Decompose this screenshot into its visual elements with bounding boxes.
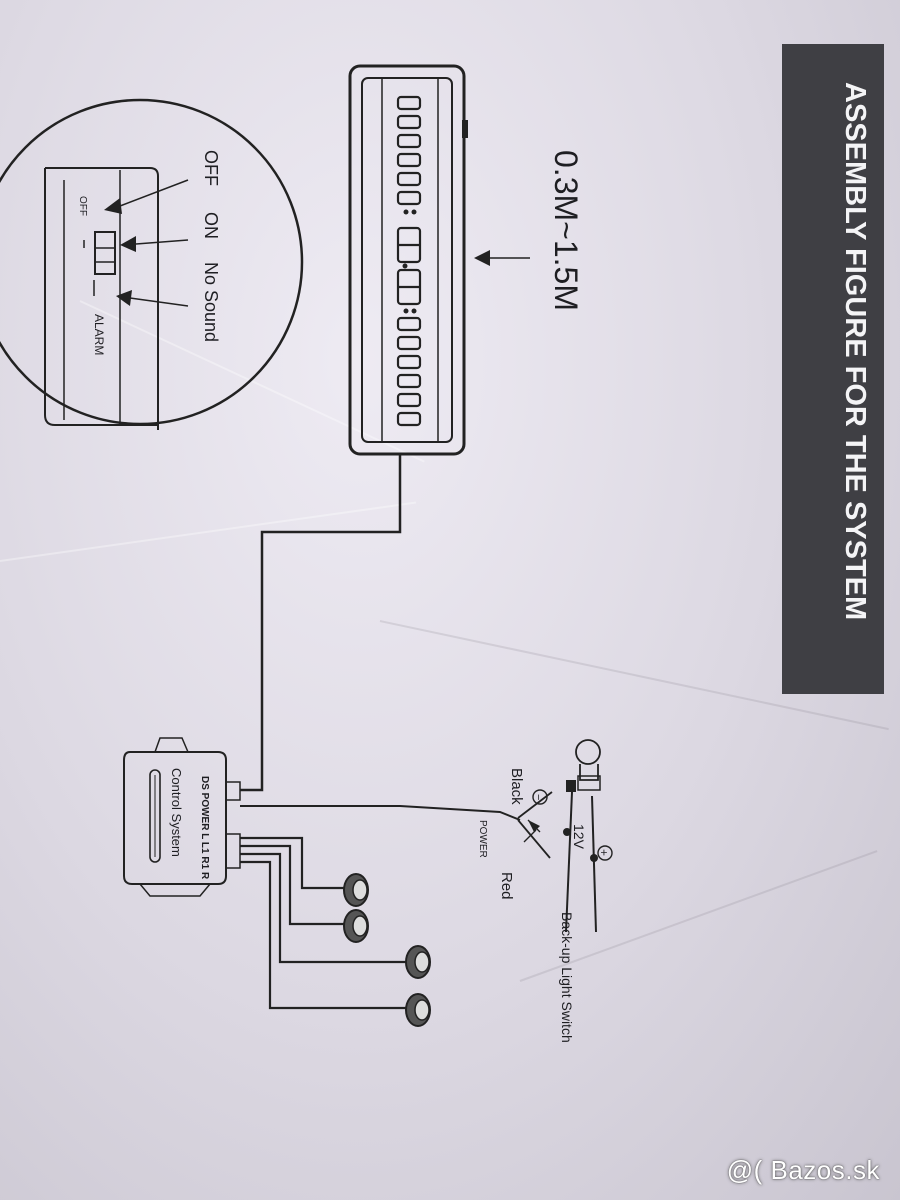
switch-label-alarm: ALARM [92,314,106,355]
lead-minus [565,791,573,933]
plus-sign: + [597,849,611,856]
display-cable [240,454,402,792]
display-unit [348,64,468,456]
title-banner [782,44,884,694]
black-wire-label: Black [508,768,525,805]
diagram-title: ASSEMBLY FIGURE FOR THE SYSTEM [839,82,871,620]
switch-small-off: OFF [77,196,88,216]
watermark: @( Bazos.sk [726,1155,880,1185]
switch-label-no-sound: No Sound [201,262,221,342]
switch-label-off: OFF [201,150,221,186]
backup-switch-label: Back-up Light Switch [559,912,575,1043]
sensor-2 [343,909,369,943]
power-cable [240,805,521,821]
sensor-1 [343,873,369,907]
control-box: DS POWER L L1 R1 R Control System [123,737,241,897]
sensor-cables [240,836,408,1010]
control-box-name: Control System [169,768,184,857]
voltage-label: 12V [571,824,587,850]
backup-light-bulb [566,739,601,792]
switch-detail: OFF ON No Sound OFF ALARM [0,98,304,430]
lead-plus [591,795,597,933]
sensor-4 [405,993,431,1027]
power-label: POWER [477,820,488,858]
red-wire-label: Red [498,872,515,900]
switch-label-on: ON [201,212,221,239]
distance-label: 0.3M~1.5M [548,150,584,311]
sensor-3 [405,945,431,979]
minus-sign: − [532,794,544,800]
control-box-ports: DS POWER L L1 R1 R [199,776,210,880]
